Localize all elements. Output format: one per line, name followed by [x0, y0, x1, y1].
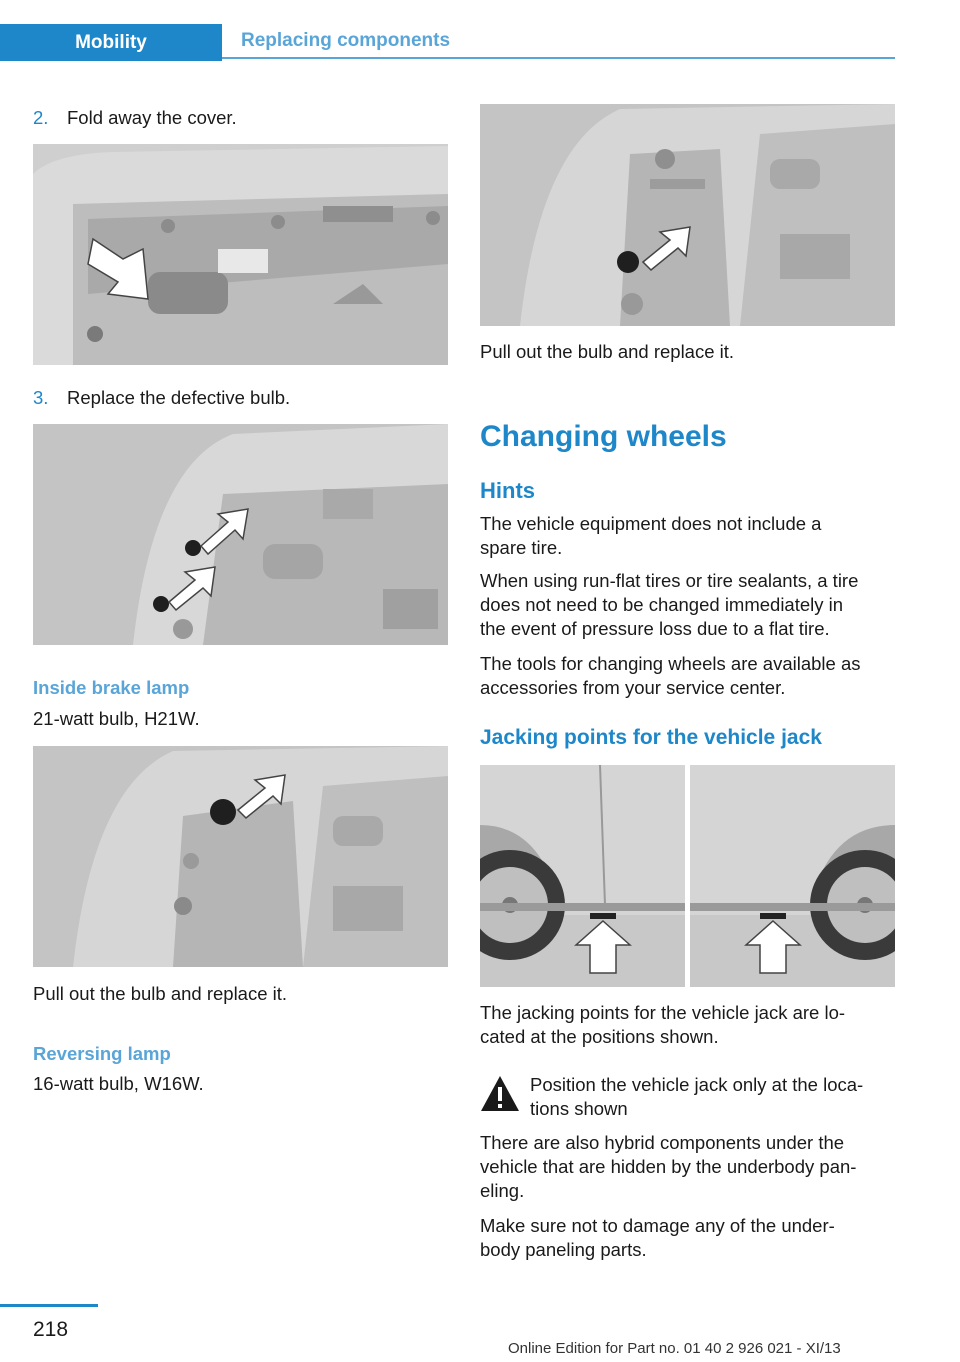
figure-replace-bulb	[33, 424, 448, 645]
hint-paragraph-1: The vehicle equipment does not include a…	[480, 513, 822, 558]
page-number: 218	[33, 1318, 69, 1341]
hybrid-components-paragraph: There are also hybrid components under t…	[480, 1132, 857, 1201]
inside-brake-lamp-heading: Inside brake lamp	[33, 677, 190, 698]
page-number-rule	[0, 1304, 98, 1307]
jacking-points-paragraph: The jacking points for the vehicle jack …	[480, 1002, 846, 1047]
changing-wheels-heading: Changing wheels	[480, 420, 727, 453]
step-2: 2. Fold away the cover.	[33, 106, 453, 130]
figure-reversing-lamp	[480, 104, 895, 326]
chapter-header: Mobility Replacing components	[0, 24, 895, 61]
figure-jacking-points	[480, 765, 895, 987]
tab-replacing-components[interactable]: Replacing components	[222, 24, 895, 59]
step-3: 3. Replace the defective bulb.	[33, 386, 453, 410]
warning-text: Position the vehicle jack only at the lo…	[530, 1074, 864, 1119]
pull-out-instruction-right: Pull out the bulb and replace it.	[480, 341, 735, 362]
inside-brake-lamp-spec: 21-watt bulb, H21W.	[33, 708, 200, 729]
hint-paragraph-2: When using run-flat tires or tire sealan…	[480, 570, 859, 639]
hint-paragraph-3: The tools for changing wheels are availa…	[480, 653, 861, 698]
underbody-paneling-paragraph: Make sure not to damage any of the under…	[480, 1215, 835, 1260]
tab-mobility[interactable]: Mobility	[0, 24, 222, 61]
warning-triangle-icon	[480, 1074, 520, 1114]
step-number: 3.	[33, 387, 49, 408]
pull-out-instruction-left: Pull out the bulb and replace it.	[33, 983, 288, 1004]
step-text: Replace the defective bulb.	[67, 387, 291, 408]
figure-fold-cover	[33, 144, 448, 365]
figure-inside-brake-lamp	[33, 746, 448, 967]
step-number: 2.	[33, 107, 49, 128]
reversing-lamp-spec: 16-watt bulb, W16W.	[33, 1073, 204, 1094]
jacking-points-heading: Jacking points for the vehicle jack	[480, 726, 822, 749]
edition-footer: Online Edition for Part no. 01 40 2 926 …	[508, 1340, 841, 1357]
step-text: Fold away the cover.	[67, 107, 237, 128]
hints-heading: Hints	[480, 478, 535, 503]
reversing-lamp-heading: Reversing lamp	[33, 1043, 171, 1064]
